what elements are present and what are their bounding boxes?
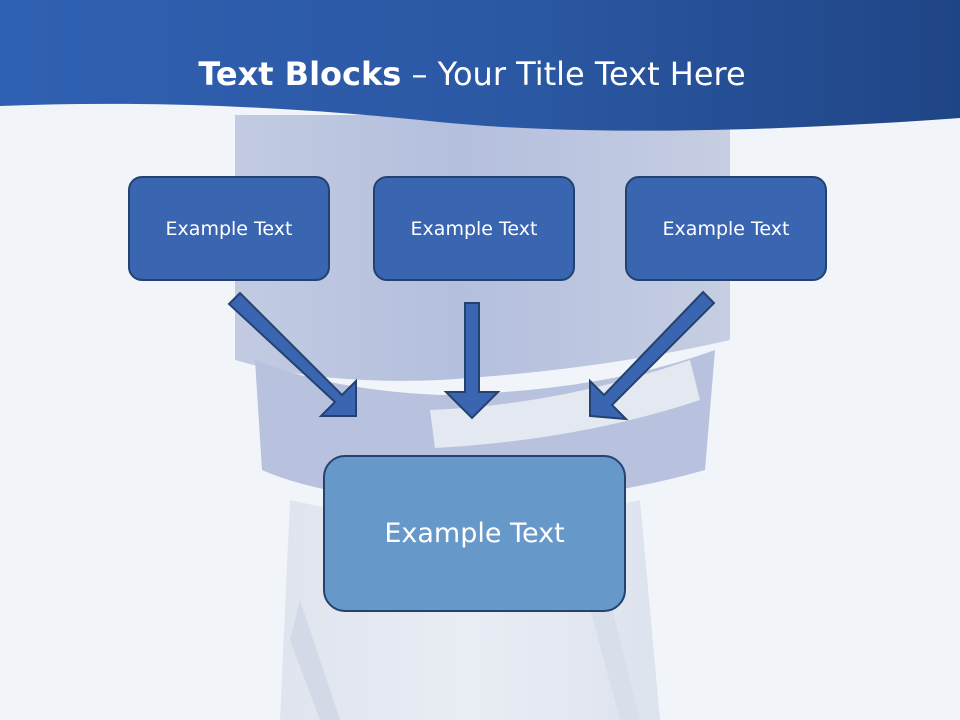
title-rest-part: – Your Title Text Here [401, 55, 746, 93]
text-block-right[interactable]: Example Text [625, 176, 827, 281]
target-text-block-label: Example Text [384, 518, 565, 549]
header-banner [0, 0, 960, 131]
title-bold-part: Text Blocks [198, 55, 402, 93]
text-block-center-label: Example Text [410, 217, 538, 240]
slide-title: Text Blocks – Your Title Text Here [0, 52, 944, 96]
text-block-right-label: Example Text [662, 217, 790, 240]
text-block-left[interactable]: Example Text [128, 176, 330, 281]
target-text-block[interactable]: Example Text [323, 455, 626, 612]
text-block-left-label: Example Text [165, 217, 293, 240]
text-block-center[interactable]: Example Text [373, 176, 575, 281]
